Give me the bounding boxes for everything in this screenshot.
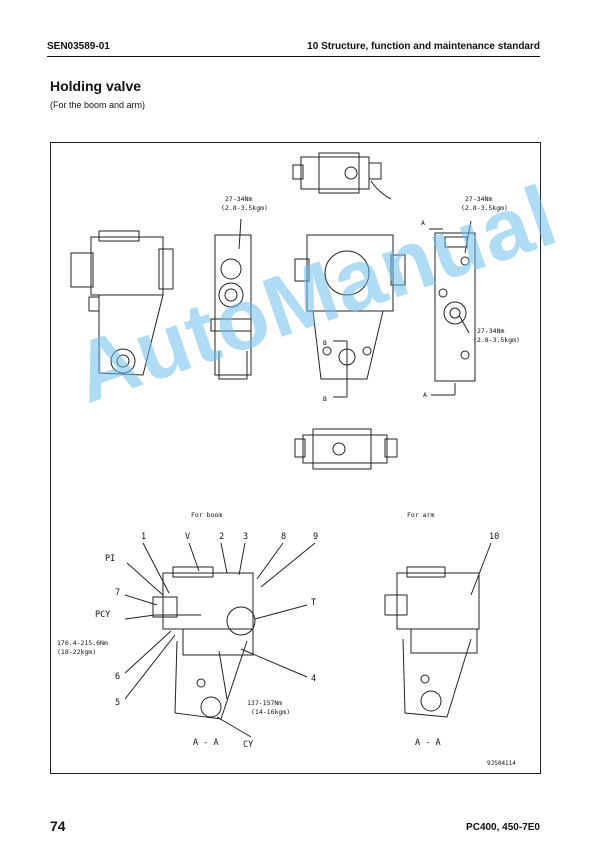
section-marker-b-bottom: B [323, 395, 327, 403]
torque-label-boom-left-1: 176.4-215.6Nm [57, 639, 108, 647]
header-divider [47, 56, 540, 57]
torque-label-boom-left-2: (18-22kgm) [57, 648, 96, 656]
page-number: 74 [50, 818, 66, 834]
torque-label-right-mid-1: 27-34Nm [477, 327, 504, 335]
section-marker-b-top: B [323, 339, 327, 347]
torque-label-boom-bottom-2: (14-16kgm) [251, 708, 290, 716]
callout-v: V [185, 532, 190, 542]
rear-view-drawing [294, 234, 406, 380]
torque-label-top-left-1: 27-34Nm [225, 195, 252, 203]
callout-pi: PI [105, 554, 115, 564]
torque-label-top-right-2: (2.8-3.5kgm) [461, 204, 508, 212]
label-for-arm: For arm [407, 511, 434, 519]
torque-label-top-left-2: (2.8-3.5kgm) [221, 204, 268, 212]
doc-code: SEN03589-01 [47, 41, 110, 52]
callout-5: 5 [115, 698, 120, 708]
label-for-boom: For boom [191, 511, 222, 519]
callout-6: 6 [115, 672, 120, 682]
callout-cy: CY [243, 740, 253, 750]
boom-section-drawing [152, 566, 256, 720]
callout-t: T [311, 598, 316, 608]
section-marker-a-top: A [421, 219, 425, 227]
page-title: Holding valve [50, 78, 142, 94]
bottom-view-drawing [294, 428, 398, 470]
callout-9: 9 [313, 532, 318, 542]
leader-lines [124, 218, 492, 738]
callout-7: 7 [115, 588, 120, 598]
callout-2: 2 [219, 532, 224, 542]
figure-code: 9JS04114 [487, 760, 516, 767]
side-view-drawing [210, 234, 252, 380]
top-view-drawing [292, 152, 392, 200]
section-title: 10 Structure, function and maintenance s… [307, 41, 540, 52]
front-view-drawing [70, 230, 174, 376]
figure-frame: 27-34Nm (2.8-3.5kgm) 27-34Nm (2.8-3.5kgm… [50, 142, 541, 774]
arm-section-drawing [384, 566, 480, 718]
section-marker-a-bottom: A [423, 391, 427, 399]
callout-1: 1 [141, 532, 146, 542]
callout-pcy: PCY [95, 610, 110, 620]
callout-3: 3 [243, 532, 248, 542]
torque-label-top-right-1: 27-34Nm [465, 195, 492, 203]
torque-label-right-mid-2: (2.8-3.5kgm) [473, 336, 520, 344]
section-aa-left: A - A [193, 738, 219, 748]
model-name: PC400, 450-7E0 [466, 822, 540, 833]
holding-valve-drawing: 27-34Nm (2.8-3.5kgm) 27-34Nm (2.8-3.5kgm… [57, 152, 520, 767]
section-aa-right: A - A [415, 738, 441, 748]
callout-8: 8 [281, 532, 286, 542]
torque-label-boom-bottom-1: 137-157Nm [247, 699, 282, 707]
page-subtitle: (For the boom and arm) [50, 100, 146, 110]
callout-10: 10 [489, 532, 499, 542]
callout-4: 4 [311, 674, 316, 684]
